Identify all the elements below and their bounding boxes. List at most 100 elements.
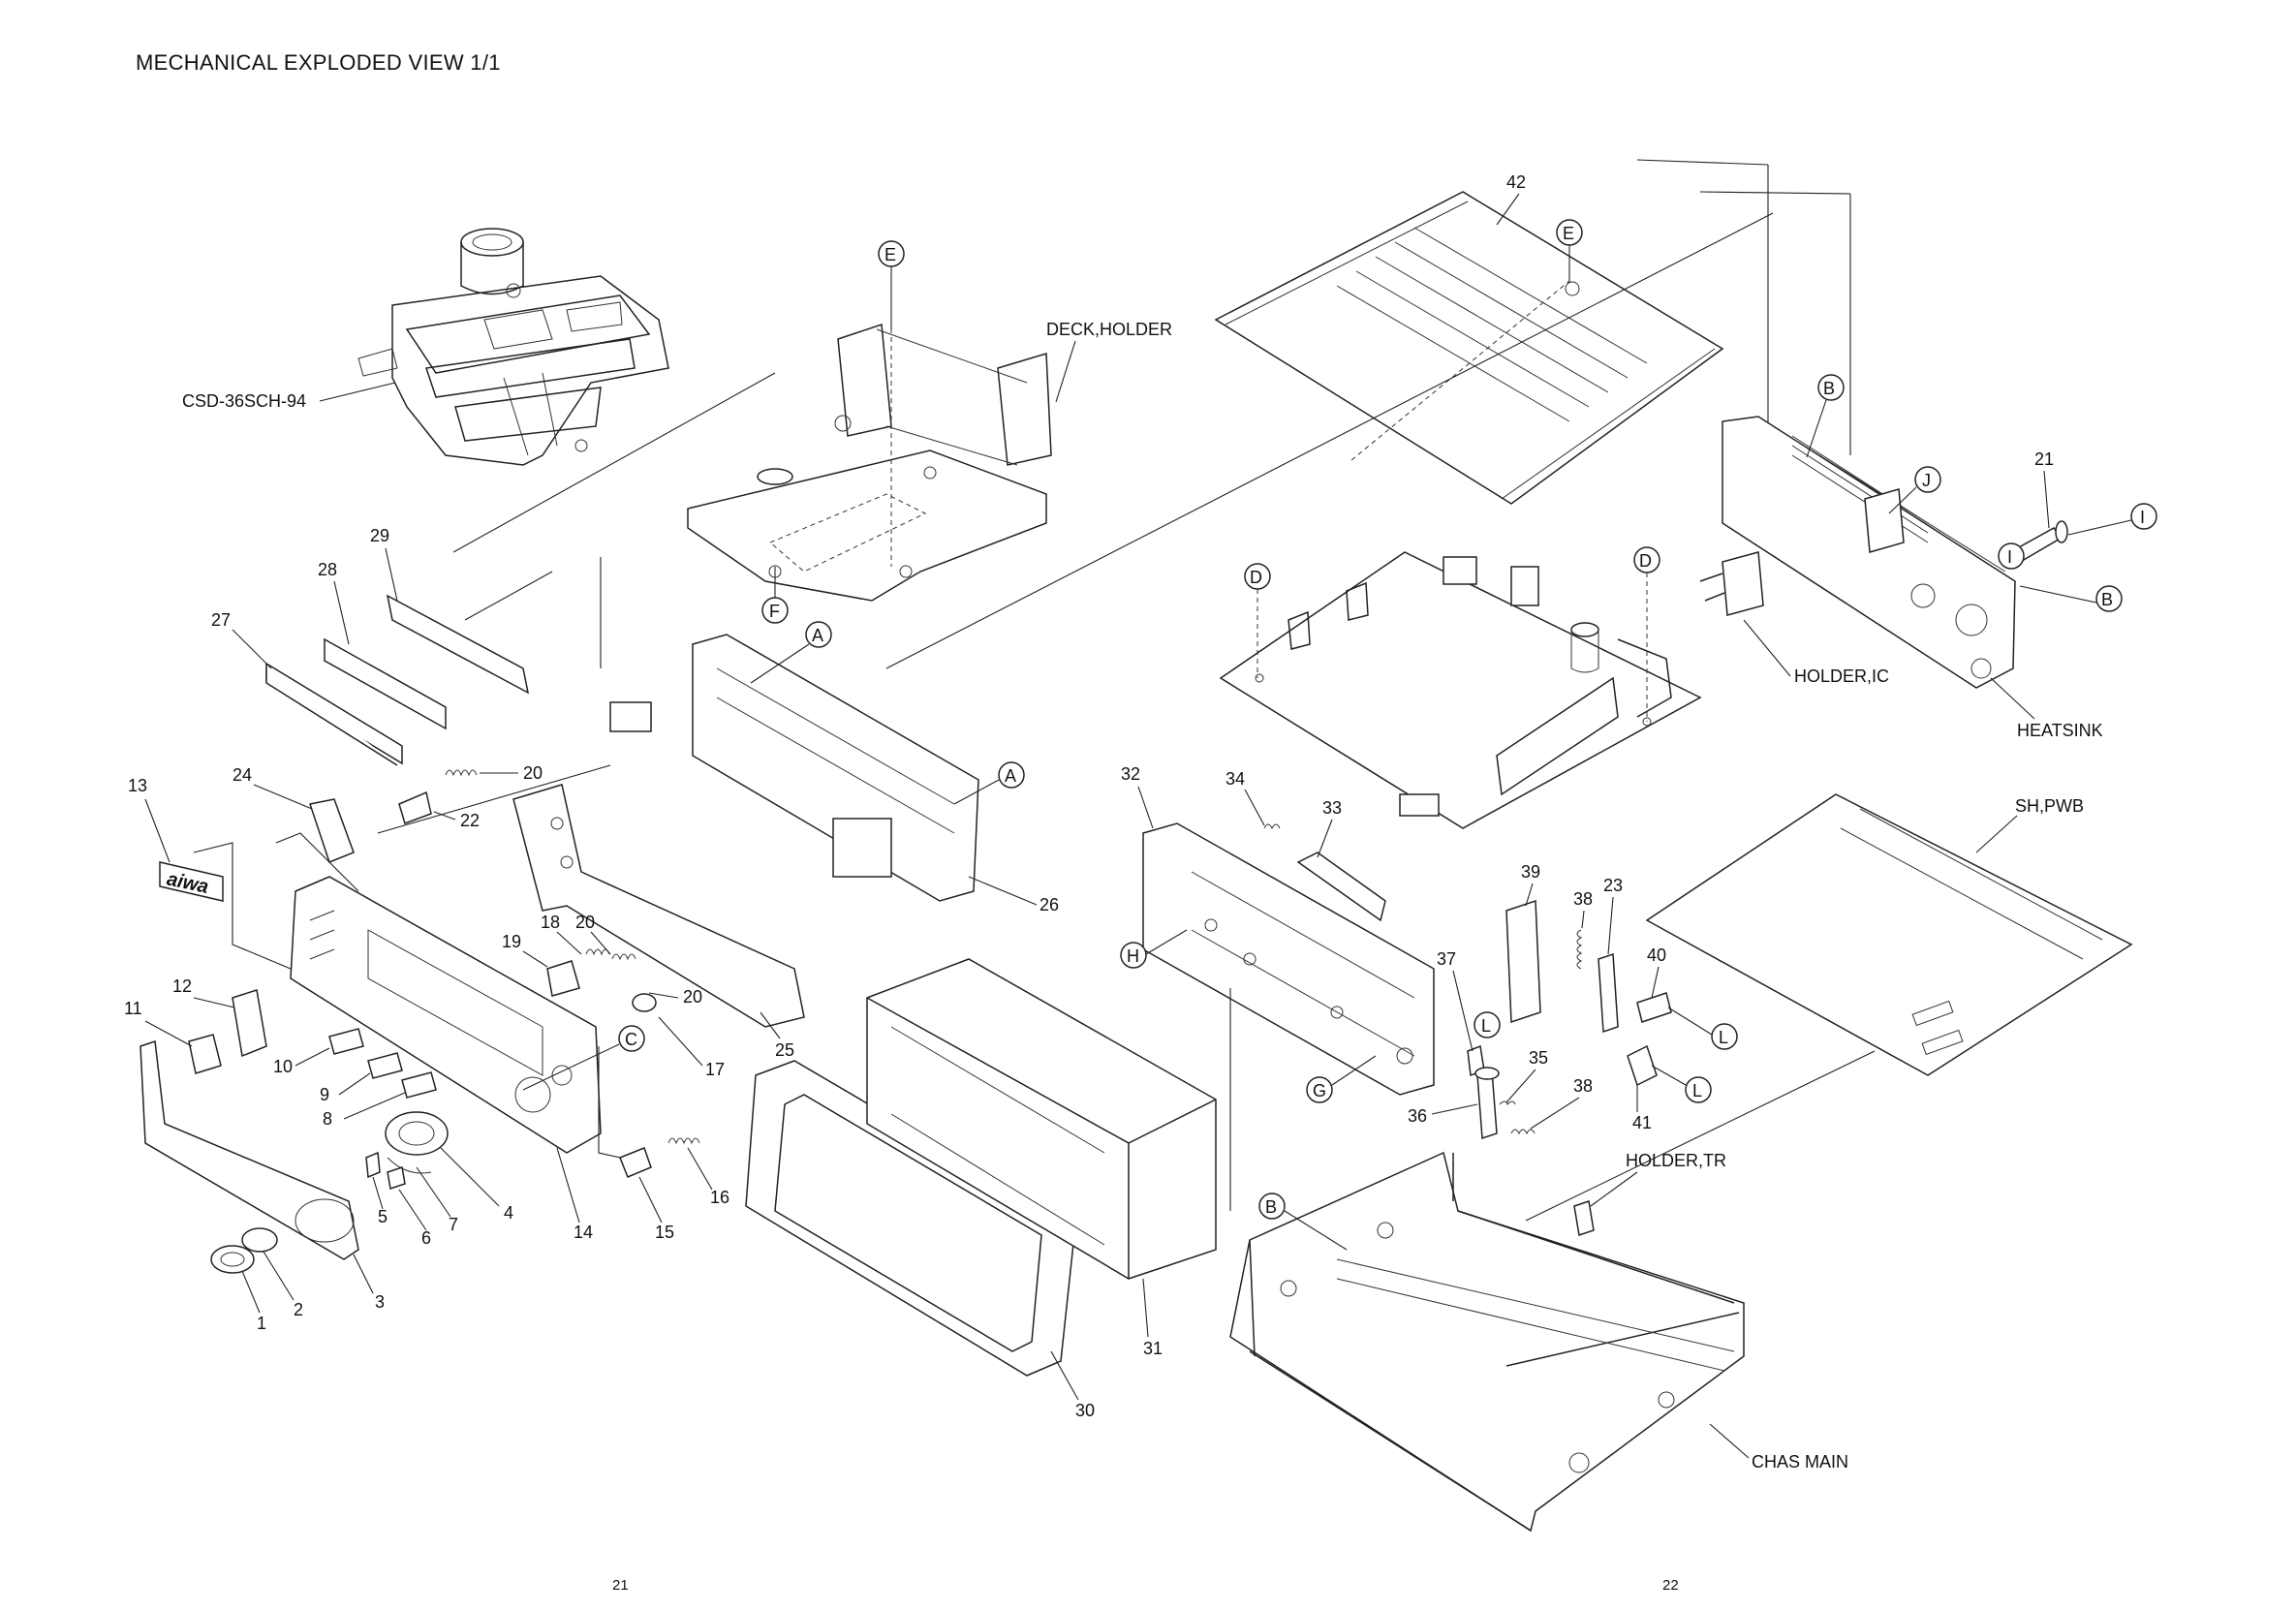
callout-3: 3	[375, 1292, 385, 1312]
callout-27: 27	[211, 610, 231, 630]
callout-13: 13	[128, 776, 147, 795]
callout-18: 18	[541, 913, 560, 932]
spring-20-top	[446, 770, 477, 775]
marker-a-right: A	[1005, 766, 1016, 786]
button-9	[368, 1053, 402, 1078]
sh-pwb-label: SH,PWB	[2015, 796, 2084, 816]
main-pcb	[1221, 552, 1700, 828]
callout-4: 4	[504, 1203, 513, 1223]
marker-f: F	[769, 602, 780, 621]
marker-l-mid: L	[1481, 1016, 1491, 1036]
spring-38-low	[1511, 1130, 1535, 1133]
holder-tr-label: HOLDER,TR	[1626, 1151, 1726, 1170]
callout-19: 19	[502, 932, 521, 951]
marker-b-top: B	[1823, 379, 1835, 398]
spring-18	[586, 949, 609, 954]
callout-37: 37	[1437, 949, 1456, 969]
callout-20-top: 20	[523, 763, 543, 783]
callout-20-low: 20	[683, 987, 702, 1007]
marker-l-right: L	[1719, 1028, 1728, 1047]
holder-ic	[1700, 552, 1763, 615]
callout-36: 36	[1408, 1106, 1427, 1126]
callout-32: 32	[1121, 764, 1140, 784]
marker-h: H	[1127, 946, 1139, 966]
callout-40: 40	[1647, 945, 1666, 965]
callout-16: 16	[710, 1188, 729, 1207]
marker-e-holder: E	[884, 245, 896, 264]
spring-16	[668, 1138, 699, 1143]
callout-30: 30	[1075, 1401, 1095, 1420]
callout-12: 12	[172, 976, 192, 996]
marker-l-low: L	[1692, 1081, 1702, 1100]
callout-9: 9	[320, 1085, 329, 1104]
callout-38-low: 38	[1573, 1076, 1593, 1096]
callout-14: 14	[574, 1223, 593, 1242]
holder-ic-label: HOLDER,IC	[1794, 666, 1889, 686]
marker-i-right: I	[2140, 508, 2145, 527]
marker-b-right: B	[2101, 590, 2113, 609]
marker-d-right: D	[1639, 551, 1652, 571]
knob-2	[242, 1228, 277, 1252]
marker-g: G	[1313, 1081, 1326, 1100]
callout-41: 41	[1632, 1113, 1652, 1132]
button-8	[402, 1072, 436, 1098]
lever-39	[1506, 901, 1540, 1022]
callout-25: 25	[775, 1040, 794, 1060]
spring-38-top	[1577, 930, 1581, 969]
knob-1	[211, 1246, 254, 1273]
callout-22: 22	[460, 811, 480, 830]
knob-12	[233, 990, 266, 1056]
deck-label: CSD-36SCH-94	[182, 391, 306, 411]
callout-17: 17	[705, 1060, 725, 1079]
inner-panel-32	[1143, 823, 1434, 1095]
callout-35: 35	[1529, 1048, 1548, 1068]
deck-holder-label: DECK,HOLDER	[1046, 320, 1172, 339]
callout-24: 24	[233, 765, 252, 785]
chassis-main	[1230, 1153, 1744, 1531]
deck-mechanism	[358, 229, 668, 465]
callout-38-top: 38	[1573, 889, 1593, 909]
callout-6: 6	[421, 1228, 431, 1248]
callout-7: 7	[449, 1215, 458, 1234]
callout-23: 23	[1603, 876, 1623, 895]
callout-26: 26	[1039, 895, 1059, 914]
holder-tr	[1574, 1201, 1594, 1235]
chas-main-label: CHAS MAIN	[1752, 1452, 1848, 1472]
callout-33: 33	[1322, 798, 1342, 818]
marker-a-top: A	[812, 626, 823, 645]
knob-4	[386, 1112, 448, 1155]
callout-34: 34	[1226, 769, 1245, 789]
deck-holder	[688, 320, 1051, 601]
callout-10: 10	[273, 1057, 293, 1076]
callout-15: 15	[655, 1223, 674, 1242]
callout-5: 5	[378, 1207, 388, 1226]
callout-42: 42	[1506, 172, 1526, 192]
switch-24	[310, 799, 354, 862]
marker-d-left: D	[1250, 568, 1262, 587]
callout-39: 39	[1521, 862, 1540, 882]
button-10	[329, 1029, 363, 1054]
front-bezel-3	[140, 1041, 358, 1259]
pin-15	[620, 1148, 651, 1177]
callout-8: 8	[323, 1109, 332, 1129]
marker-j: J	[1922, 471, 1931, 490]
callout-11: 11	[124, 999, 142, 1018]
callout-20-mid: 20	[575, 913, 595, 932]
callout-1: 1	[257, 1314, 266, 1333]
callout-2: 2	[294, 1300, 303, 1319]
sub-chassis-26	[610, 635, 978, 901]
knob-11	[189, 1035, 221, 1073]
callout-21: 21	[2034, 449, 2054, 469]
spring-34	[1264, 824, 1280, 828]
part-5	[366, 1153, 380, 1177]
aiwa-logo: aiwa	[160, 862, 223, 901]
part-6	[388, 1167, 405, 1189]
spring-20-mid	[612, 954, 636, 959]
marker-e-cover: E	[1563, 224, 1574, 243]
marker-i-left: I	[2007, 547, 2012, 567]
lever-23	[1598, 954, 1618, 1032]
callout-29: 29	[370, 526, 389, 545]
knob-17	[633, 994, 656, 1011]
switch-19	[547, 961, 579, 996]
